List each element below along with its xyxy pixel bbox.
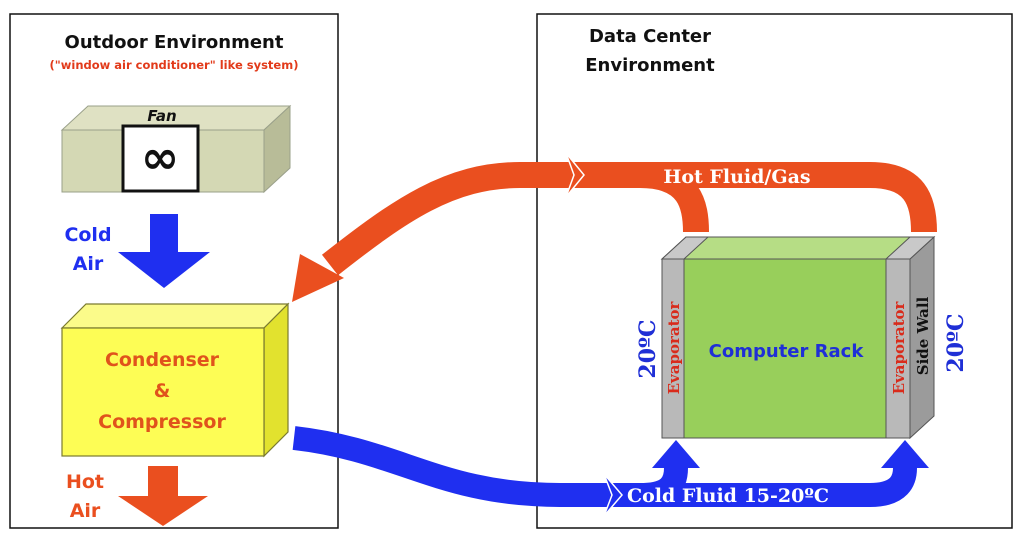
hot-air-label-line1: Hot bbox=[66, 471, 104, 493]
temp-left-label: 20ºC bbox=[635, 319, 661, 378]
outdoor-subtitle: ("window air conditioner" like system) bbox=[50, 58, 299, 72]
datacenter-title-line1: Data Center bbox=[589, 26, 711, 47]
hot-air-arrow-icon bbox=[118, 466, 208, 526]
hot-fluid-label: Hot Fluid/Gas bbox=[663, 166, 810, 188]
computer-rack: Computer Rack Evaporator Evaporator Side… bbox=[660, 235, 936, 440]
hot-air-label-line2: Air bbox=[70, 500, 101, 522]
cold-fluid-label: Cold Fluid 15-20ºC bbox=[627, 485, 829, 507]
outdoor-title: Outdoor Environment bbox=[65, 32, 284, 53]
rack-label: Computer Rack bbox=[709, 341, 865, 362]
cold-air-label-line2: Air bbox=[73, 253, 104, 275]
cold-air-label-line1: Cold bbox=[64, 224, 111, 246]
evaporator-right-label: Evaporator bbox=[890, 300, 908, 394]
evaporator-left-label: Evaporator bbox=[665, 300, 683, 394]
cold-fluid-arrow: Cold Fluid 15-20ºC bbox=[292, 426, 929, 517]
fan-unit: ∞ Fan bbox=[60, 104, 292, 194]
evaporator-right bbox=[885, 258, 911, 439]
side-wall-label: Side Wall bbox=[914, 296, 932, 375]
hot-fluid-chevron-icon bbox=[565, 152, 585, 198]
hot-fluid-arrowhead-icon bbox=[292, 254, 344, 302]
cold-air-arrow-icon bbox=[118, 214, 210, 288]
condenser-label-line2: & bbox=[154, 380, 171, 402]
fan-label: Fan bbox=[147, 107, 176, 125]
hot-fluid-arrow: Hot Fluid/Gas bbox=[292, 152, 937, 302]
fan-symbol: ∞ bbox=[141, 130, 179, 184]
condenser-label-line3: Compressor bbox=[98, 411, 226, 433]
cold-fluid-arrowhead-right-icon bbox=[881, 440, 929, 468]
cold-fluid-chevron-icon bbox=[603, 473, 623, 517]
condenser-label-line1: Condenser bbox=[105, 349, 220, 371]
cold-fluid-arrowhead-left-icon bbox=[652, 440, 700, 468]
temp-right-label: 20ºC bbox=[943, 313, 969, 372]
fan-icon bbox=[121, 124, 200, 193]
datacenter-title-line2: Environment bbox=[585, 55, 715, 76]
condenser-unit: Condenser & Compressor bbox=[60, 302, 290, 458]
